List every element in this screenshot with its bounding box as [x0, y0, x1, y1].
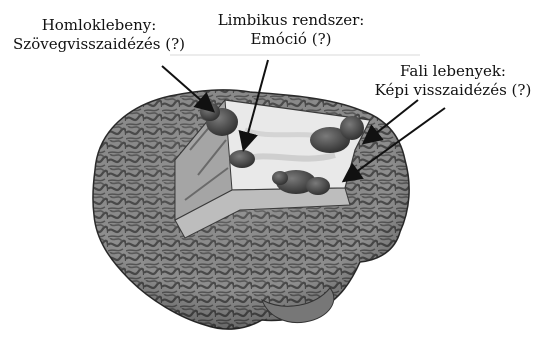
- parietal-lobes-caption: Képi visszaidézés (?): [366, 81, 540, 100]
- limbic-activation: [229, 150, 255, 168]
- parietal-lobes-title: Fali lebenyek:: [366, 62, 540, 81]
- limbic-system-caption: Emóció (?): [196, 30, 386, 49]
- limbic-system-label: Limbikus rendszer: Emóció (?): [196, 11, 386, 49]
- frontal-lobe-caption: Szövegvisszaidézés (?): [6, 35, 192, 54]
- frontal-lobe-label: Homloklebeny: Szövegvisszaidézés (?): [6, 16, 192, 54]
- limbic-system-title: Limbikus rendszer:: [196, 11, 386, 30]
- frontal-lobe-title: Homloklebeny:: [6, 16, 192, 35]
- parietal-lobes-label: Fali lebenyek: Képi visszaidézés (?): [366, 62, 540, 100]
